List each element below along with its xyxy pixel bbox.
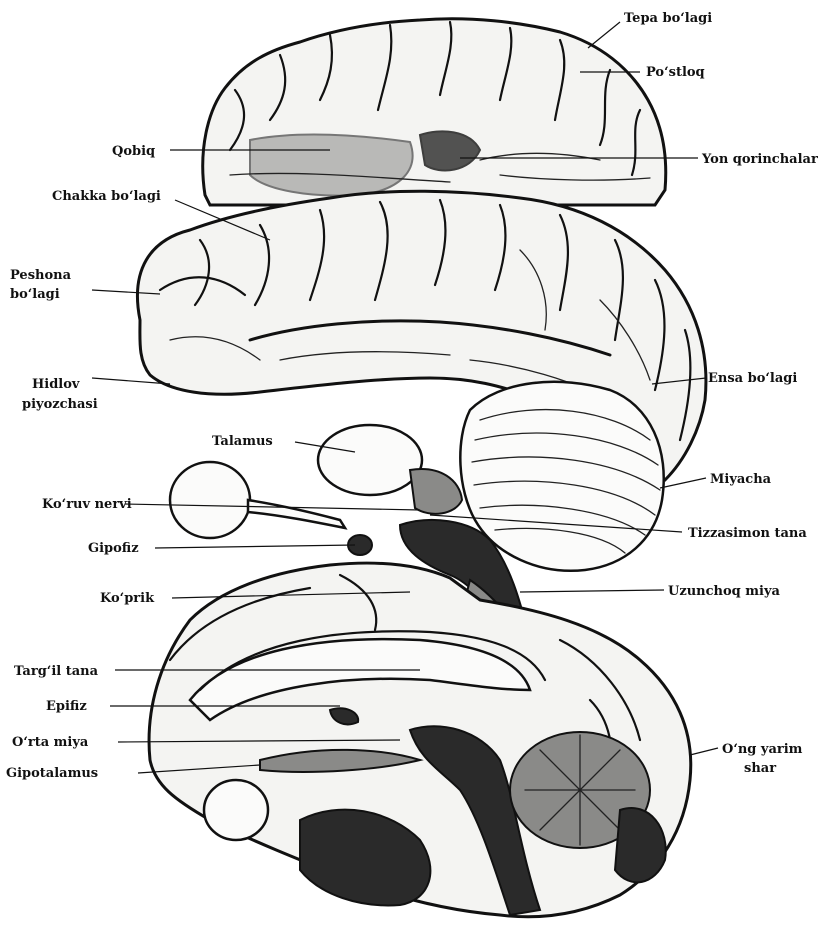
label-chakka-bolagi: Chakka bo‘lagi: [52, 189, 161, 204]
label-hidlov-1: Hidlov: [32, 377, 80, 392]
brain-horizontal-section: [203, 19, 666, 205]
label-ong-yarim-1: O‘ng yarim: [722, 742, 803, 757]
label-qobiq: Qobiq: [112, 144, 155, 159]
label-yon-qorinchalar: Yon qorinchalar: [701, 152, 818, 167]
label-tepa-bolagi: Tepa bo‘lagi: [624, 11, 712, 26]
label-postloq: Po‘stloq: [646, 65, 705, 80]
label-koprik: Ko‘prik: [100, 591, 155, 606]
label-hidlov-2: piyozchasi: [22, 397, 98, 412]
label-koruv-nervi: Ko‘ruv nervi: [42, 497, 132, 512]
label-tizzasimon-tana: Tizzasimon tana: [688, 526, 807, 541]
label-gipotalamus: Gipotalamus: [6, 766, 98, 781]
label-targil-tana: Targ‘il tana: [14, 664, 99, 679]
brain-medial-section: [149, 563, 691, 917]
label-ong-yarim-2: shar: [744, 761, 776, 776]
label-miyacha: Miyacha: [710, 472, 772, 487]
label-talamus: Talamus: [212, 434, 273, 449]
label-ensa-bolagi: Ensa bo‘lagi: [708, 371, 797, 386]
label-peshona-2: bo‘lagi: [10, 287, 60, 302]
label-orta-miya: O‘rta miya: [12, 735, 89, 750]
label-uzunchoq-miya: Uzunchoq miya: [668, 584, 781, 599]
label-epifiz: Epifiz: [46, 699, 87, 714]
label-gipofiz: Gipofiz: [88, 541, 139, 556]
label-peshona-1: Peshona: [10, 268, 72, 283]
